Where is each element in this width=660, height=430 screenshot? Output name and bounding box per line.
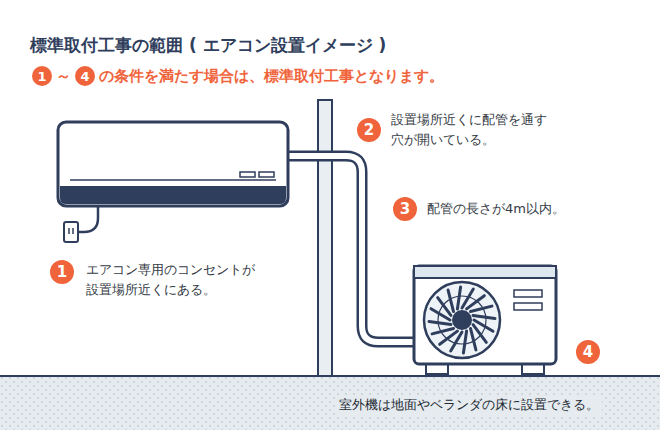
fan-blade	[470, 328, 475, 349]
callout-number: 1	[32, 66, 52, 86]
indicator	[240, 172, 255, 177]
fan-hub	[452, 310, 472, 330]
power-cord	[76, 206, 98, 232]
fan-ring	[438, 296, 486, 344]
fan-grill	[424, 282, 500, 358]
indicator	[259, 172, 274, 177]
outdoor-unit	[414, 266, 556, 364]
callout-node: 1エアコン専用のコンセントが 設置場所近くにある。	[50, 260, 74, 284]
indoor-unit	[58, 122, 288, 206]
outdoor-top	[414, 266, 556, 278]
condition-badge: 4	[75, 66, 95, 86]
callout-number: 3	[393, 197, 417, 221]
fan-blade	[473, 315, 495, 318]
callout-circle-fill	[393, 197, 417, 221]
ground-texture	[0, 376, 660, 430]
outlet-slot	[68, 228, 70, 234]
callout-number: 4	[576, 340, 600, 364]
fan-blade	[429, 321, 451, 324]
fan-blade	[463, 331, 466, 353]
outdoor-panel	[514, 303, 542, 310]
wall-pole	[318, 100, 332, 376]
pipe-outline	[288, 156, 416, 342]
title: 標準取付工事の範囲 ( エアコン設置イメージ )	[30, 34, 386, 57]
outdoor-panel	[514, 290, 542, 297]
callout-circle-fill	[576, 340, 600, 364]
callout-circle-fill	[75, 66, 95, 86]
outlet-slot	[72, 228, 74, 234]
fan-blade	[470, 306, 491, 311]
outlet	[64, 222, 78, 242]
callout-text: エアコン専用のコンセントが 設置場所近くにある。	[86, 260, 266, 300]
subtitle: の条件を満たす場合は、標準取付工事となります。	[99, 66, 444, 86]
fan-blade	[448, 290, 453, 311]
indoor-line	[70, 179, 276, 181]
callout-node: 3配管の長さが4m以内。	[393, 197, 417, 221]
callout-node: 2設置場所近くに配管を通す 穴が開いている。	[357, 118, 381, 142]
callout-number: 4	[75, 66, 95, 86]
callout-text: 室外機は地面やベランダの床に設置できる。	[336, 395, 602, 415]
callout-circle-fill	[357, 118, 381, 142]
callout-text: 設置場所近くに配管を通す 穴が開いている。	[391, 110, 561, 150]
callout-circle-fill	[50, 260, 74, 284]
pipe	[288, 156, 416, 342]
fan-blade	[432, 328, 453, 333]
callout-text: 配管の長さが4m以内。	[427, 199, 627, 219]
callout-node: 4室外機は地面やベランダの床に設置できる。	[576, 340, 600, 364]
condition-badge: 1	[32, 66, 52, 86]
fan-blades	[429, 287, 495, 353]
callout-circle-fill	[32, 66, 52, 86]
callout-number: 1	[50, 260, 74, 284]
callout-number: 2	[357, 118, 381, 142]
indoor-louver	[60, 186, 286, 204]
ground	[0, 376, 660, 430]
fan-blade	[457, 287, 460, 309]
range-mark: ～	[56, 66, 71, 86]
